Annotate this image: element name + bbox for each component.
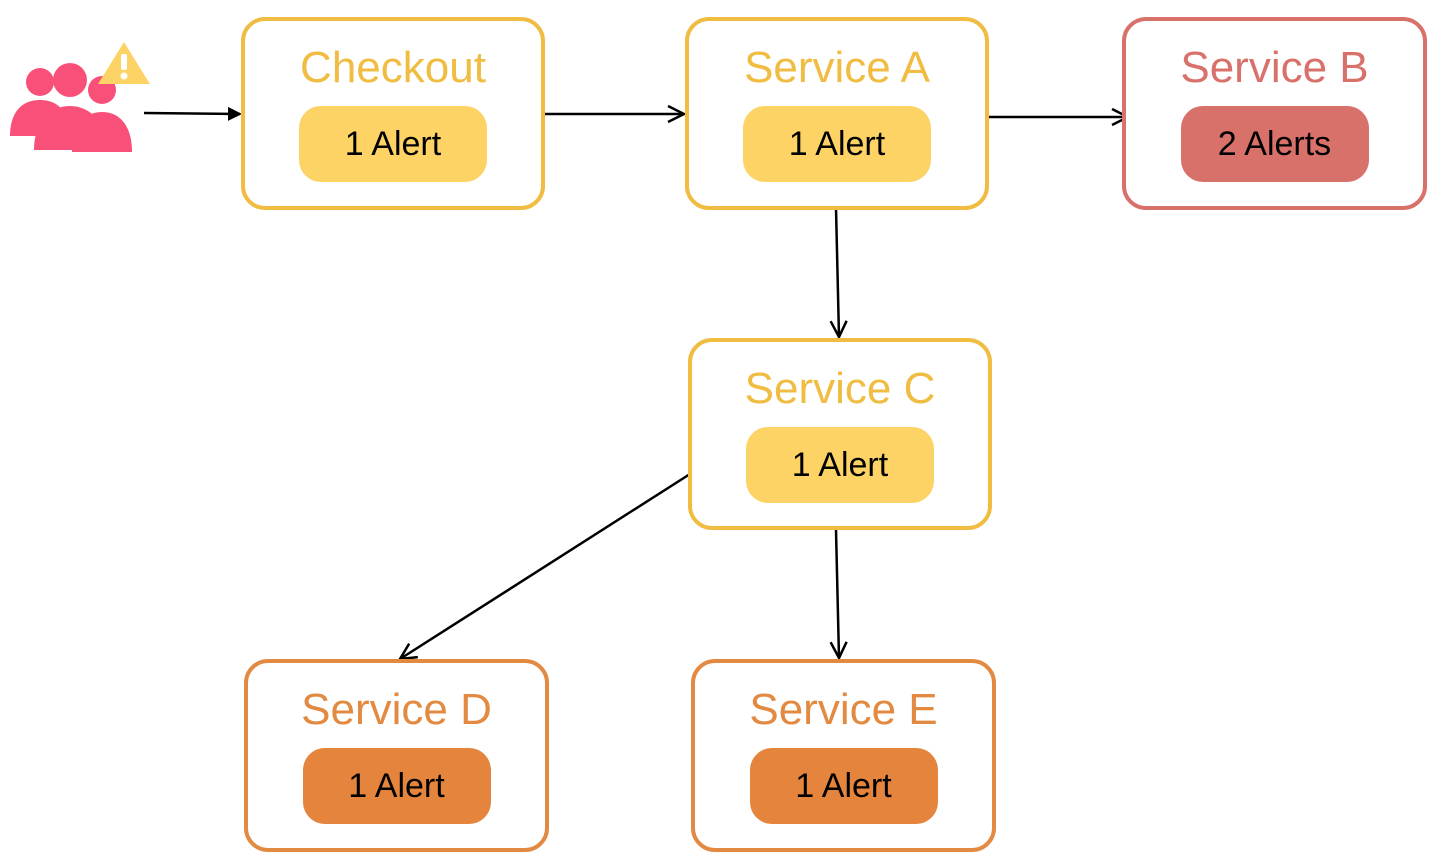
node-service-d[interactable]: Service D 1 Alert [244, 659, 549, 852]
alert-count-badge[interactable]: 1 Alert [743, 106, 931, 182]
node-title: Service D [301, 685, 492, 734]
node-checkout[interactable]: Checkout 1 Alert [241, 17, 545, 210]
node-service-c[interactable]: Service C 1 Alert [688, 338, 992, 530]
alert-count-badge[interactable]: 1 Alert [746, 427, 934, 503]
warning-triangle-icon [98, 42, 150, 84]
edge-users-to-checkout [143, 106, 242, 121]
alert-count-badge[interactable]: 1 Alert [749, 748, 938, 824]
node-service-a[interactable]: Service A 1 Alert [685, 17, 989, 210]
edge-service-c-to-service-d [400, 472, 691, 659]
edge-service-a-to-service-c [836, 207, 839, 337]
node-title: Checkout [300, 43, 486, 92]
node-title: Service E [749, 685, 938, 734]
alert-count-badge[interactable]: 1 Alert [302, 748, 491, 824]
edge-service-c-to-service-e [836, 529, 839, 658]
node-service-e[interactable]: Service E 1 Alert [691, 659, 996, 852]
node-service-b[interactable]: Service B 2 Alerts [1122, 17, 1427, 210]
alert-count-badge[interactable]: 2 Alerts [1180, 106, 1369, 182]
users-group-icon [10, 42, 150, 152]
node-title: Service B [1180, 43, 1369, 92]
node-title: Service A [744, 43, 930, 92]
alert-count-badge[interactable]: 1 Alert [299, 106, 487, 182]
node-title: Service C [744, 364, 936, 413]
